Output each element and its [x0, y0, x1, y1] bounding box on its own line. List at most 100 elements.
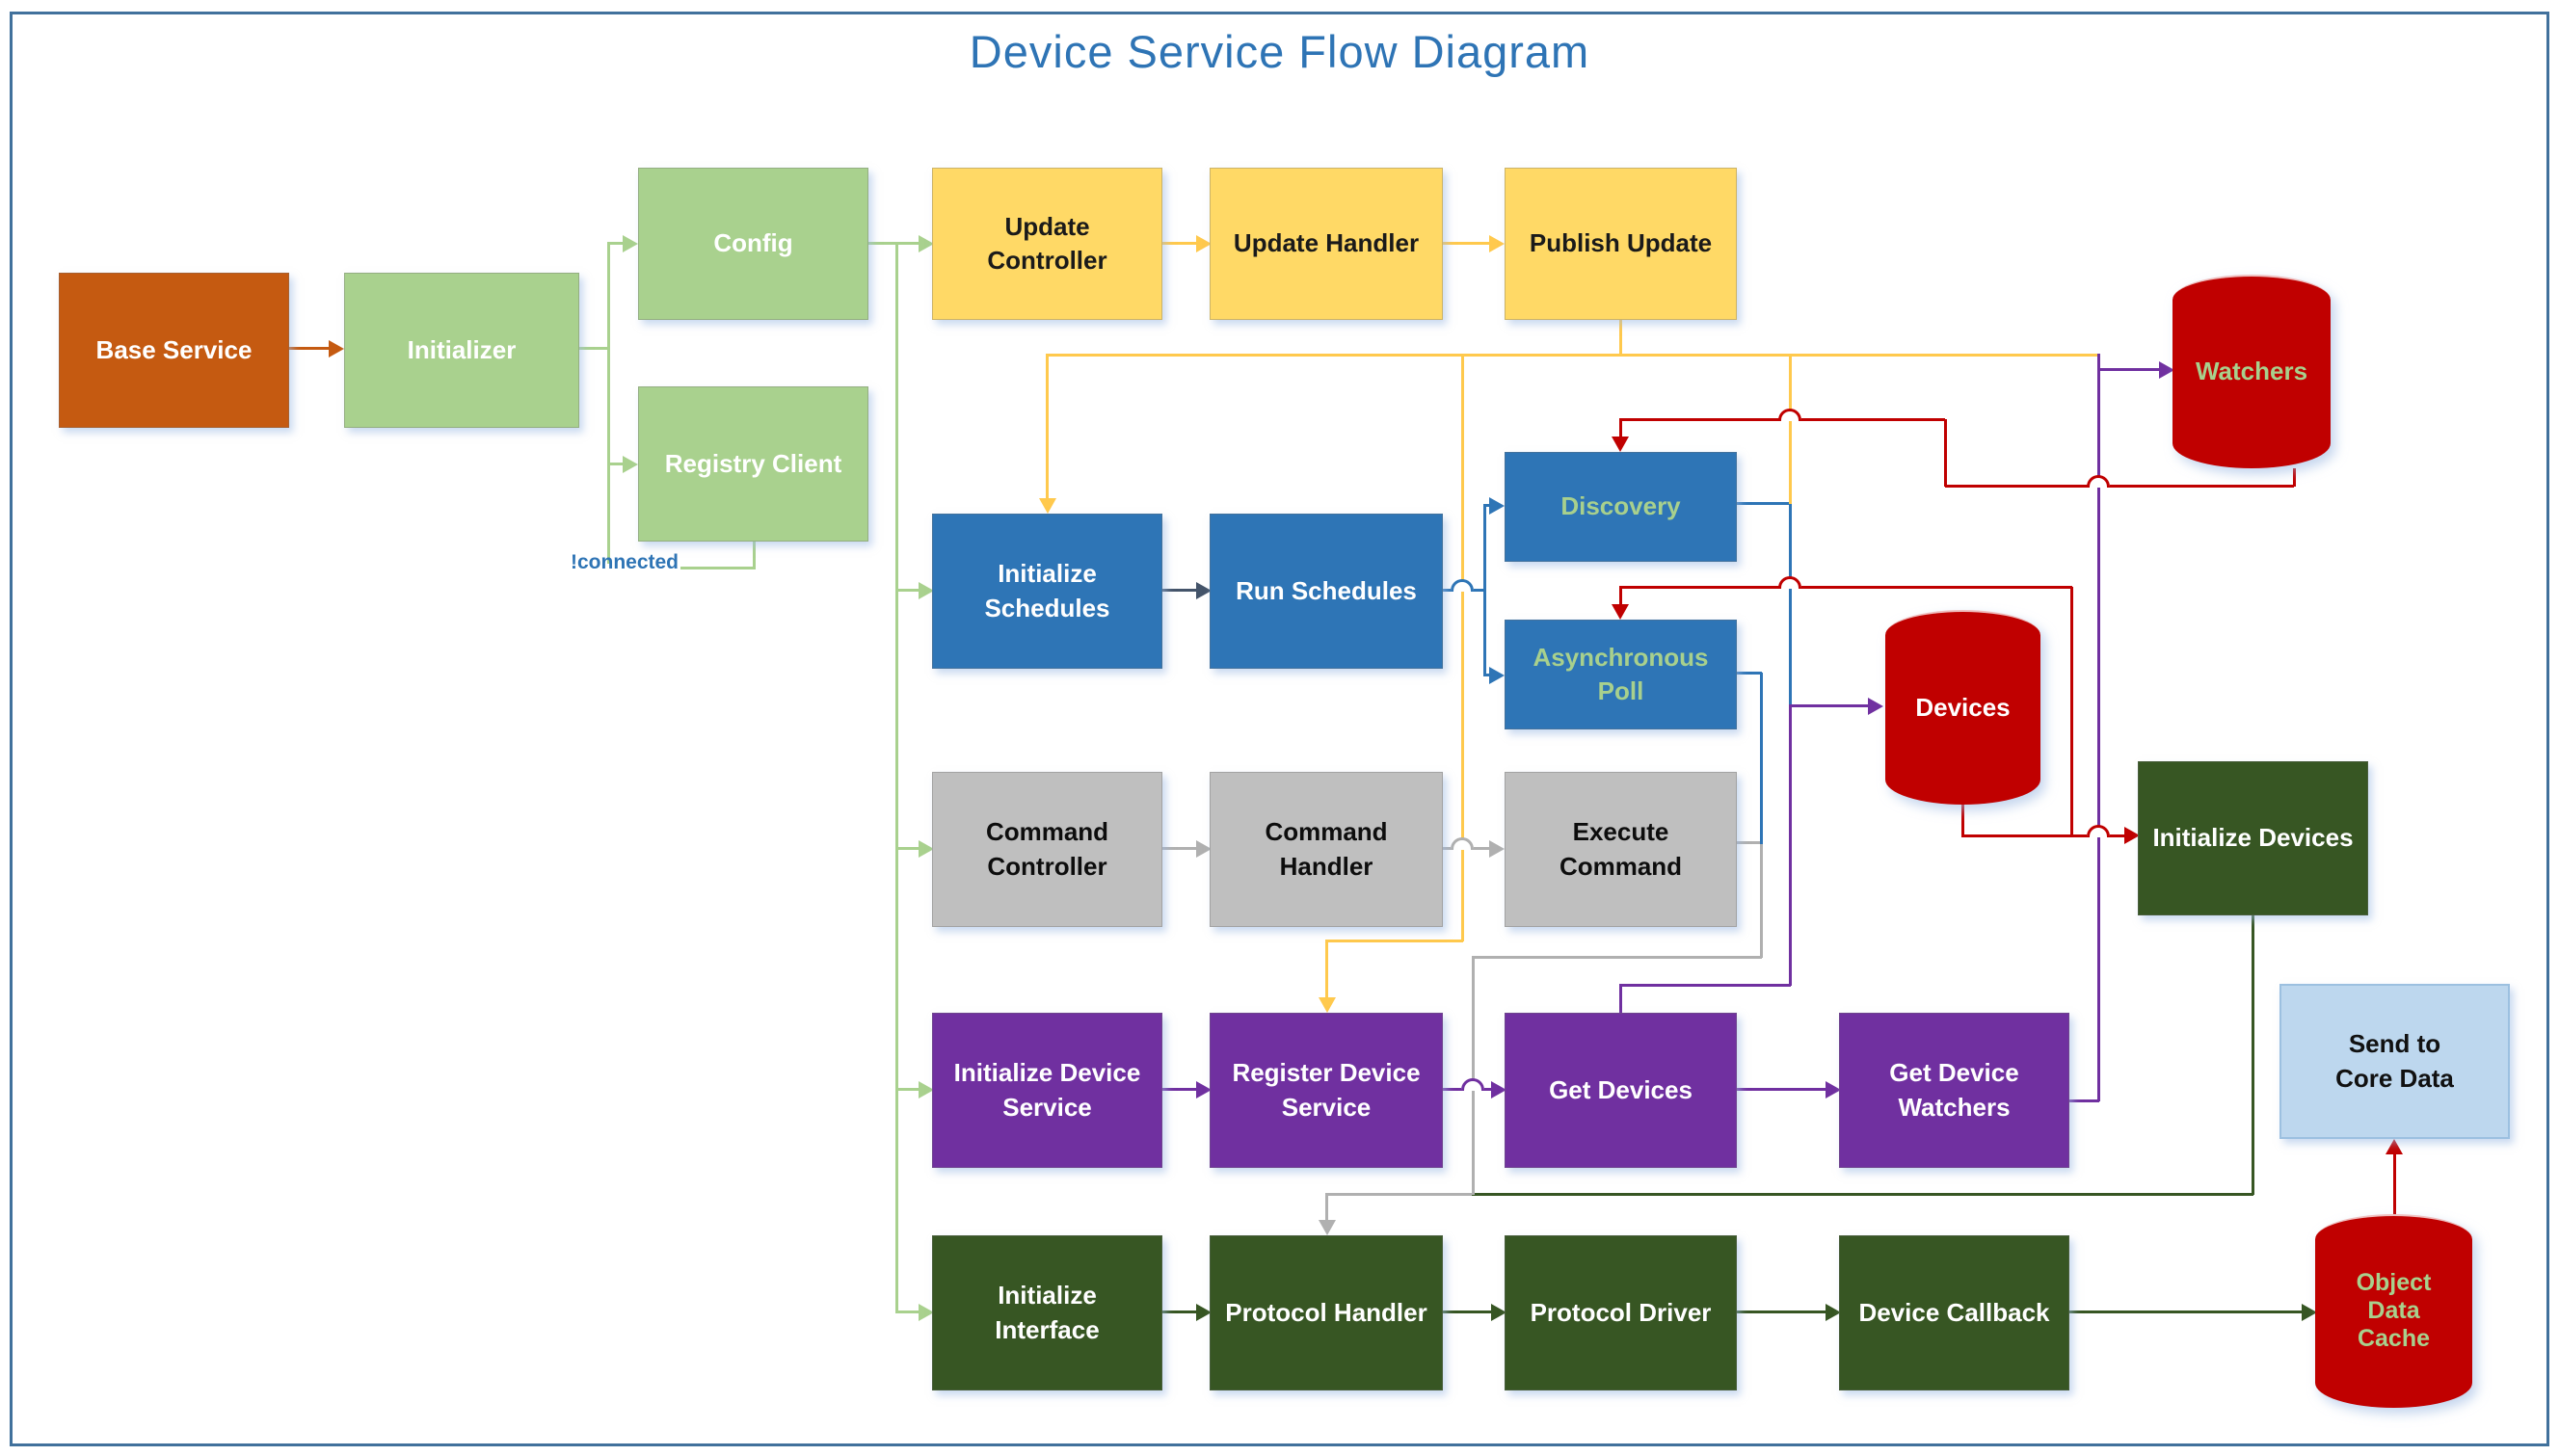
node-config-label: Config	[713, 228, 793, 258]
node-initialize-device-service-label: Initialize Device Service	[953, 1058, 1141, 1122]
connector-segment	[1737, 502, 1791, 505]
connector-segment	[2110, 485, 2294, 488]
connector-segment	[1461, 1078, 1484, 1091]
connector-segment	[1443, 1088, 1461, 1091]
connector-segment	[1196, 1304, 1212, 1321]
connector-segment	[1789, 704, 1792, 986]
connector-segment	[1461, 354, 1464, 941]
connector-segment	[1737, 841, 1762, 844]
connector-segment	[919, 235, 934, 252]
connector-segment	[2087, 825, 2110, 837]
connector-segment	[1483, 504, 1491, 507]
node-update-controller: Update Controller	[932, 168, 1162, 320]
node-devices-label: Devices	[1915, 692, 2011, 722]
connector-segment	[895, 589, 919, 592]
connector-segment	[1319, 1220, 1336, 1235]
connector-segment	[1472, 957, 1475, 1195]
connector-segment	[1443, 847, 1451, 850]
diagram-title: Device Service Flow Diagram	[969, 26, 1590, 77]
connector-segment	[1619, 419, 1622, 437]
connector-segment	[1472, 1193, 2253, 1196]
node-initialize-schedules: Initialize Schedules	[932, 514, 1162, 669]
connector-segment	[2293, 468, 2296, 487]
connector-segment	[1778, 576, 1801, 589]
connector-segment	[1789, 354, 1792, 504]
connector-segment	[1196, 235, 1212, 252]
connector-segment	[1474, 847, 1489, 850]
node-initializer-label: Initializer	[407, 334, 517, 364]
connector-segment	[2069, 1310, 2302, 1313]
connector-segment	[2393, 1153, 2396, 1215]
connector-segment	[1612, 437, 1629, 452]
connector-segment	[680, 567, 754, 569]
connector-segment	[919, 840, 934, 858]
node-command-handler-label: Command Handler	[1265, 817, 1388, 881]
connector-segment	[1162, 1088, 1196, 1091]
node-config: Config	[638, 168, 868, 320]
connector-segment	[1443, 589, 1451, 592]
node-send-to-core-data: Send to Core Data	[2279, 984, 2510, 1139]
node-discovery: Discovery	[1505, 452, 1737, 562]
connector-segment	[919, 1081, 934, 1099]
node-protocol-handler: Protocol Handler	[1210, 1235, 1443, 1390]
node-base-service-label: Base Service	[95, 334, 253, 364]
connector-segment	[1489, 497, 1505, 515]
connector-segment	[579, 347, 608, 350]
node-update-handler-label: Update Handler	[1233, 228, 1420, 258]
connector-segment	[1868, 698, 1883, 715]
node-command-handler: Command Handler	[1210, 772, 1443, 927]
node-get-device-watchers: Get Device Watchers	[1839, 1013, 2069, 1168]
connector-segment	[1944, 419, 1947, 487]
node-asynchronous-poll-label: Asynchronous Poll	[1533, 642, 1709, 705]
node-publish-update: Publish Update	[1505, 168, 1737, 320]
connector-segment	[1826, 1081, 1841, 1099]
connector-segment	[607, 242, 625, 245]
node-update-controller-label: Update Controller	[987, 211, 1107, 275]
connector-segment	[1619, 984, 1791, 987]
node-initialize-interface-label: Initialize Interface	[995, 1281, 1100, 1344]
connector-segment	[2302, 1304, 2317, 1321]
connector-segment	[2386, 1139, 2403, 1154]
connector-segment	[289, 347, 330, 350]
node-initialize-device-service: Initialize Device Service	[932, 1013, 1162, 1168]
connector-segment	[1039, 498, 1056, 514]
connector-segment	[1619, 320, 1622, 356]
connector-segment	[753, 542, 756, 569]
node-protocol-handler-label: Protocol Handler	[1225, 1297, 1427, 1327]
connector-segment	[1826, 1304, 1841, 1321]
connector-segment	[2070, 587, 2073, 836]
connector-segment	[1443, 1310, 1491, 1313]
connector-segment	[1472, 956, 1762, 959]
connector-segment	[1619, 418, 1779, 421]
connector-segment	[1325, 1194, 1328, 1222]
connector-segment	[1451, 579, 1474, 592]
connector-segment	[1789, 504, 1792, 706]
connector-segment	[1737, 1088, 1826, 1091]
connector-segment	[1491, 1304, 1506, 1321]
connector-segment	[1162, 589, 1196, 592]
node-protocol-driver-label: Protocol Driver	[1530, 1297, 1712, 1327]
connector-segment	[1737, 1310, 1826, 1313]
node-initialize-devices-label: Initialize Devices	[2152, 823, 2354, 853]
connector-segment	[1325, 940, 1463, 942]
connector-segment	[919, 1304, 934, 1321]
connector-segment	[1778, 409, 1801, 421]
connector-segment	[1046, 354, 2099, 357]
node-register-device-service: Register Device Service	[1210, 1013, 1443, 1168]
node-execute-command: Execute Command	[1505, 772, 1737, 927]
connector-segment	[895, 242, 898, 1313]
connector-segment	[1801, 586, 2072, 589]
connector-segment	[1619, 586, 1779, 589]
node-device-callback-label: Device Callback	[1858, 1297, 2050, 1327]
connector-segment	[1325, 1193, 1473, 1196]
connector-segment	[1491, 1081, 1506, 1099]
connector-segment	[1619, 985, 1622, 1014]
connector-segment	[1737, 672, 1762, 675]
connector-segment	[2110, 834, 2124, 837]
connector-segment	[623, 235, 638, 252]
connector-segment	[1162, 1310, 1196, 1313]
connector-segment	[1443, 242, 1489, 245]
connector-segment	[1945, 485, 2088, 488]
connector-segment	[1789, 704, 1868, 707]
